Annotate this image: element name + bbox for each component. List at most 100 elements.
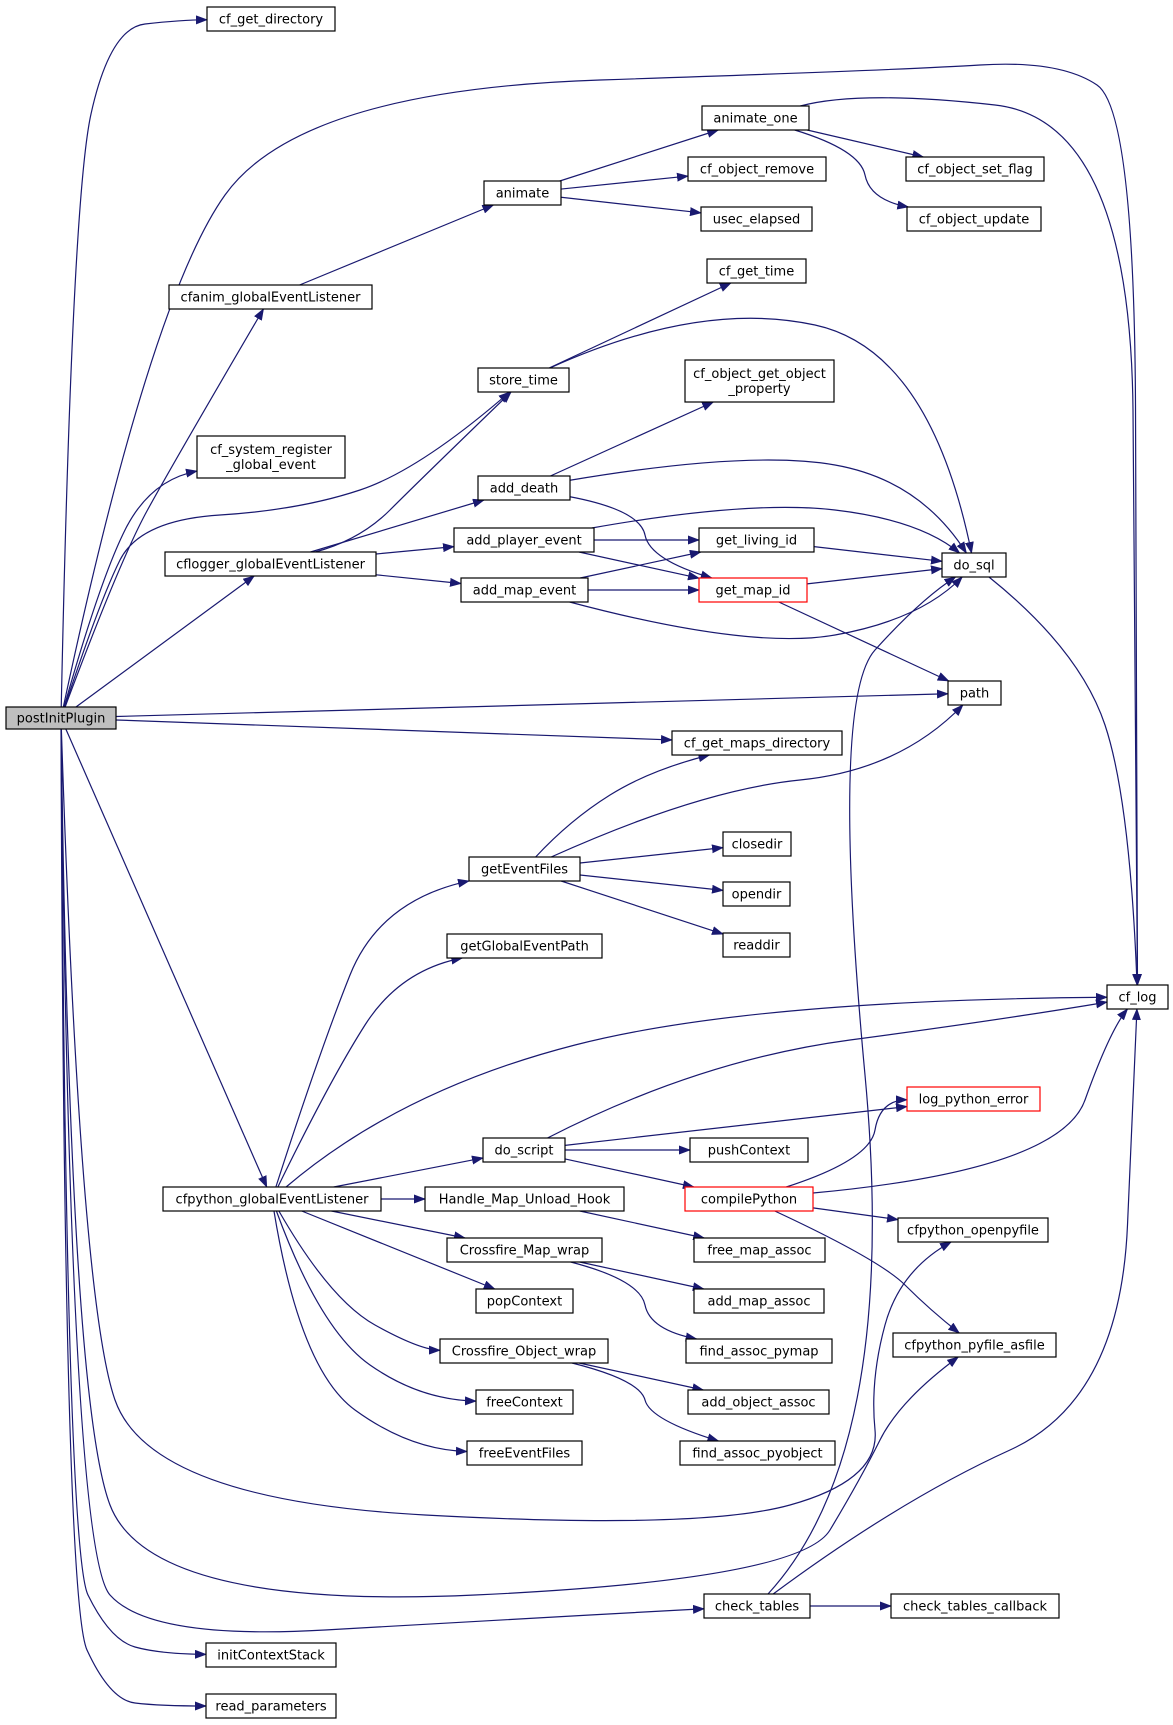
node-add_object_assoc[interactable]: add_object_assoc bbox=[687, 1389, 830, 1415]
node-label: cfpython_globalEventListener bbox=[176, 1193, 370, 1208]
call-edge-cfpython_globalEventListener-to-freeEventFiles bbox=[273, 1210, 468, 1456]
node-cf_object_set_flag[interactable]: cf_object_set_flag bbox=[905, 156, 1045, 182]
node-closedir[interactable]: closedir bbox=[722, 831, 792, 857]
node-box bbox=[475, 1389, 574, 1415]
call-edge-postInitPlugin-to-cf_get_directory bbox=[60, 15, 208, 708]
node-label: find_assoc_pymap bbox=[699, 1345, 818, 1360]
node-usec_elapsed[interactable]: usec_elapsed bbox=[700, 206, 813, 232]
call-edge-Handle_Map_Unload_Hook-to-free_map_assoc bbox=[579, 1210, 706, 1241]
node-box bbox=[477, 475, 571, 501]
node-check_tables[interactable]: check_tables bbox=[703, 1593, 811, 1619]
node-cf_object_get_object_property[interactable]: cf_object_get_object_property bbox=[684, 359, 835, 403]
call-edge-postInitPlugin-to-cfpython_globalEventListener bbox=[65, 728, 268, 1188]
node-Crossfire_Object_wrap[interactable]: Crossfire_Object_wrap bbox=[439, 1338, 609, 1364]
node-pushContext[interactable]: pushContext bbox=[689, 1137, 809, 1163]
node-box bbox=[722, 831, 792, 857]
node-box bbox=[687, 156, 827, 182]
node-getEventFiles[interactable]: getEventFiles bbox=[468, 856, 581, 882]
node-get_map_id[interactable]: get_map_id bbox=[698, 577, 808, 603]
call-edge-postInitPlugin-to-check_tables bbox=[60, 728, 705, 1633]
node-box bbox=[164, 551, 377, 577]
node-box bbox=[693, 1288, 825, 1314]
node-log_python_error[interactable]: log_python_error bbox=[906, 1086, 1041, 1112]
node-path[interactable]: path bbox=[947, 680, 1002, 706]
call-edge-getEventFiles-to-path bbox=[550, 704, 964, 858]
node-label: cf_get_maps_directory bbox=[684, 737, 831, 752]
node-cf_get_time[interactable]: cf_get_time bbox=[706, 258, 807, 284]
node-cf_object_remove[interactable]: cf_object_remove bbox=[687, 156, 827, 182]
node-cf_get_maps_directory[interactable]: cf_get_maps_directory bbox=[671, 730, 843, 756]
node-get_living_id[interactable]: get_living_id bbox=[698, 527, 815, 553]
node-add_map_event[interactable]: add_map_event bbox=[460, 577, 589, 603]
node-label: cfanim_globalEventListener bbox=[181, 291, 362, 306]
call-edge-animate_one-to-cf_object_set_flag bbox=[807, 129, 925, 159]
node-cfanim_globalEventListener[interactable]: cfanim_globalEventListener bbox=[168, 284, 373, 310]
node-box bbox=[468, 856, 581, 882]
node-label: free_map_assoc bbox=[707, 1244, 811, 1259]
node-compilePython[interactable]: compilePython bbox=[684, 1186, 814, 1212]
node-store_time[interactable]: store_time bbox=[477, 367, 570, 393]
call-edge-animate-to-cf_object_remove bbox=[560, 172, 689, 190]
node-find_assoc_pymap[interactable]: find_assoc_pymap bbox=[685, 1338, 833, 1364]
node-box bbox=[890, 1593, 1060, 1619]
node-cfpython_pyfile_asfile[interactable]: cfpython_pyfile_asfile bbox=[892, 1332, 1057, 1358]
node-label: animate_one bbox=[713, 112, 797, 127]
node-box bbox=[206, 6, 336, 32]
node-box bbox=[905, 156, 1045, 182]
node-cf_object_update[interactable]: cf_object_update bbox=[906, 206, 1042, 232]
node-label: cf_get_time bbox=[719, 265, 794, 280]
node-label: Crossfire_Map_wrap bbox=[460, 1244, 590, 1259]
call-edge-getEventFiles-to-cf_get_maps_directory bbox=[535, 753, 711, 858]
call-edge-cfpython_globalEventListener-to-cf_log bbox=[285, 992, 1108, 1188]
node-find_assoc_pyobject[interactable]: find_assoc_pyobject bbox=[679, 1440, 836, 1466]
node-initContextStack[interactable]: initContextStack bbox=[205, 1642, 337, 1668]
node-cf_get_directory[interactable]: cf_get_directory bbox=[206, 6, 336, 32]
call-edge-animate_one-to-cf_log bbox=[800, 97, 1142, 986]
node-label: getGlobalEventPath bbox=[460, 940, 589, 955]
call-edge-cfpython_globalEventListener-to-popContext bbox=[301, 1210, 496, 1290]
node-animate[interactable]: animate bbox=[483, 180, 562, 206]
node-freeEventFiles[interactable]: freeEventFiles bbox=[466, 1440, 583, 1466]
node-label: cflogger_globalEventListener bbox=[176, 558, 365, 573]
node-label: get_living_id bbox=[716, 534, 797, 549]
node-opendir[interactable]: opendir bbox=[722, 881, 791, 907]
node-box bbox=[700, 206, 813, 232]
node-popContext[interactable]: popContext bbox=[475, 1288, 574, 1314]
node-freeContext[interactable]: freeContext bbox=[475, 1389, 574, 1415]
call-edge-postInitPlugin-to-path bbox=[115, 689, 949, 718]
call-edge-cflogger_globalEventListener-to-add_death bbox=[310, 498, 485, 553]
node-cf_log[interactable]: cf_log bbox=[1106, 984, 1169, 1010]
node-box bbox=[892, 1332, 1057, 1358]
node-getGlobalEventPath[interactable]: getGlobalEventPath bbox=[446, 933, 603, 959]
call-edge-do_script-to-cf_log bbox=[547, 999, 1108, 1139]
node-add_player_event[interactable]: add_player_event bbox=[453, 527, 595, 553]
node-label: _global_event bbox=[225, 458, 316, 473]
node-label: read_parameters bbox=[215, 1700, 326, 1715]
node-add_map_assoc[interactable]: add_map_assoc bbox=[693, 1288, 825, 1314]
node-label: check_tables_callback bbox=[903, 1600, 1047, 1615]
node-add_death[interactable]: add_death bbox=[477, 475, 571, 501]
call-edge-cfanim_globalEventListener-to-animate bbox=[299, 204, 495, 286]
node-readdir[interactable]: readdir bbox=[722, 932, 791, 958]
node-box bbox=[460, 577, 589, 603]
node-label: cfpython_pyfile_asfile bbox=[904, 1339, 1044, 1354]
node-label: add_player_event bbox=[466, 534, 581, 549]
node-read_parameters[interactable]: read_parameters bbox=[205, 1693, 337, 1719]
call-edge-add_player_event-to-do_sql bbox=[591, 506, 961, 554]
node-free_map_assoc[interactable]: free_map_assoc bbox=[693, 1237, 826, 1263]
call-edge-store_time-to-do_sql bbox=[549, 317, 974, 554]
node-animate_one[interactable]: animate_one bbox=[701, 105, 810, 131]
node-cfpython_openpyfile[interactable]: cfpython_openpyfile bbox=[897, 1217, 1049, 1243]
node-label: cf_object_remove bbox=[700, 163, 814, 178]
call-edge-get_map_id-to-path bbox=[778, 601, 950, 682]
node-cflogger_globalEventListener[interactable]: cflogger_globalEventListener bbox=[164, 551, 377, 577]
node-cfpython_globalEventListener[interactable]: cfpython_globalEventListener bbox=[162, 1186, 382, 1212]
node-label: store_time bbox=[489, 374, 558, 389]
node-cf_system_register_global_event[interactable]: cf_system_register_global_event bbox=[196, 435, 346, 479]
node-check_tables_callback[interactable]: check_tables_callback bbox=[890, 1593, 1060, 1619]
node-label: do_script bbox=[495, 1144, 554, 1159]
node-Handle_Map_Unload_Hook[interactable]: Handle_Map_Unload_Hook bbox=[424, 1186, 625, 1212]
node-do_sql[interactable]: do_sql bbox=[941, 552, 1007, 578]
node-do_script[interactable]: do_script bbox=[482, 1137, 566, 1163]
node-Crossfire_Map_wrap[interactable]: Crossfire_Map_wrap bbox=[446, 1237, 603, 1263]
